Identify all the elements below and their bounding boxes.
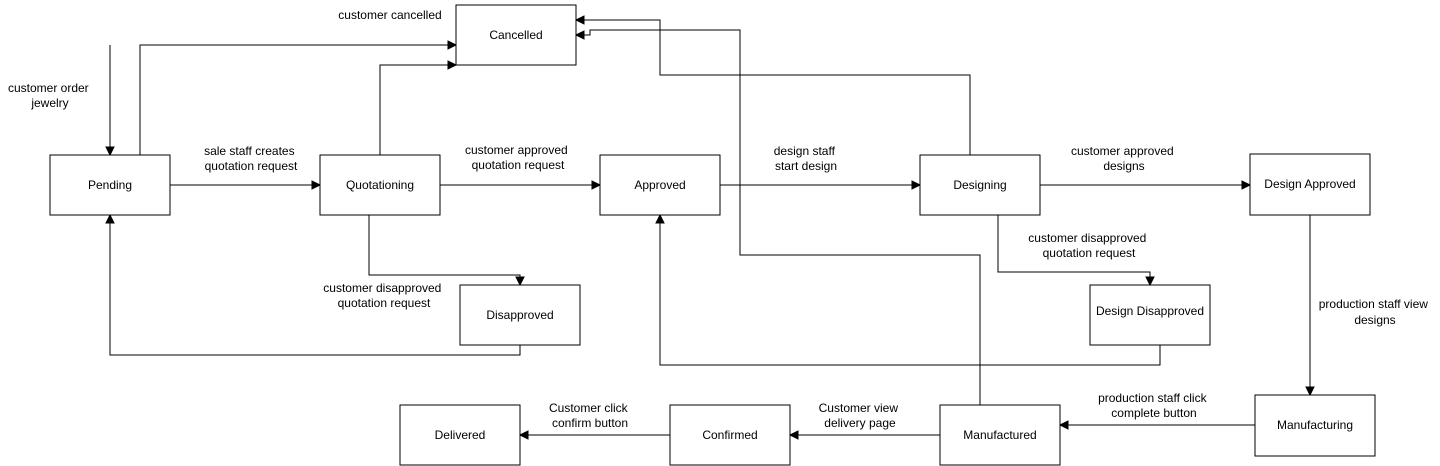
arrowhead: [447, 60, 458, 70]
edge-label-production-view: production staff view designs: [1319, 297, 1432, 327]
state-pending[interactable]: Pending: [49, 154, 171, 216]
state-cancelled[interactable]: Cancelled: [455, 4, 577, 66]
state-label: Pending: [88, 178, 132, 192]
state-box: [599, 154, 721, 216]
state-manufactured[interactable]: Manufactured: [939, 404, 1061, 466]
state-approved[interactable]: Approved: [599, 154, 721, 216]
edge-label-design-staff: design staff start design: [774, 144, 839, 173]
arrowhead: [788, 430, 799, 440]
arrowhead: [518, 430, 529, 440]
state-label: Design Approved: [1264, 177, 1355, 191]
state-quotationing[interactable]: Quotationing: [319, 154, 441, 216]
state-box: [459, 284, 581, 346]
state-box: [455, 4, 577, 66]
arrowhead: [655, 213, 665, 224]
arrowhead: [515, 276, 525, 287]
arrowhead: [105, 213, 115, 224]
edge-label-customer-cancelled: customer cancelled: [338, 8, 441, 22]
state-label: Approved: [634, 178, 685, 192]
state-label: Disapproved: [486, 308, 553, 322]
arrowhead: [1241, 180, 1252, 190]
edge-label-sale-staff: sale staff creates quotation request: [204, 144, 298, 173]
state-design-approved[interactable]: Design Approved: [1249, 153, 1371, 216]
state-label: Delivered: [435, 428, 486, 442]
arrowhead: [591, 180, 602, 190]
arrowhead: [574, 30, 585, 40]
edge-label-customer-disapproved-quotation-right: customer disapproved quotation request: [1028, 231, 1149, 260]
state-box: [669, 404, 791, 466]
arrowhead: [911, 180, 922, 190]
connectors: [105, 15, 1315, 440]
arrowhead: [1058, 420, 1069, 430]
state-confirmed[interactable]: Confirmed: [669, 404, 791, 466]
arrowhead: [105, 146, 115, 157]
state-box: [399, 404, 521, 466]
edge-labels: customer order jewelry customer cancelle…: [8, 8, 1432, 430]
arrowhead: [1305, 386, 1315, 397]
edge-label-customer-view-delivery: Customer view delivery page: [819, 401, 902, 430]
state-box: [939, 404, 1061, 466]
arrowhead: [311, 180, 322, 190]
state-label: Quotationing: [346, 178, 414, 192]
arrowhead: [447, 40, 458, 50]
arrowhead: [574, 15, 585, 25]
edge-manufactured-to-cancelled: [583, 29, 981, 405]
state-box: [319, 154, 441, 216]
edge-quotationing-to-cancelled: [379, 64, 449, 155]
edge-label-production-click: production staff click complete button: [1098, 391, 1210, 420]
state-delivered[interactable]: Delivered: [399, 404, 521, 466]
state-design-disapproved[interactable]: Design Disapproved: [1089, 284, 1211, 346]
state-box: [1254, 394, 1376, 457]
edge-label-customer-disapproved-quotation-left: customer disapproved quotation request: [323, 281, 444, 310]
edge-label-customer-approved-designs: customer approved designs: [1071, 144, 1177, 173]
edge-designing-to-design-disapproved: [997, 215, 1151, 279]
state-disapproved[interactable]: Disapproved: [459, 284, 581, 346]
edge-disapproved-to-pending: [109, 222, 521, 356]
arrowhead: [1145, 276, 1155, 287]
edge-pending-to-cancelled: [139, 44, 449, 155]
edge-label-customer-approved-quotation: customer approved quotation request: [465, 143, 571, 172]
state-label: Manufactured: [963, 428, 1036, 442]
edge-designing-to-cancelled: [582, 19, 971, 155]
state-label: Designing: [953, 178, 1006, 192]
state-label: Design Disapproved: [1096, 304, 1204, 318]
state-label: Confirmed: [702, 428, 757, 442]
state-label: Cancelled: [489, 28, 542, 42]
state-box: [1089, 284, 1211, 346]
edge-label-customer-order: customer order jewelry: [8, 81, 92, 110]
edge-quotationing-to-disapproved: [368, 215, 521, 279]
state-label: Manufacturing: [1277, 418, 1353, 432]
state-box: [1249, 153, 1371, 216]
state-box: [49, 154, 171, 216]
state-manufacturing[interactable]: Manufacturing: [1254, 394, 1376, 457]
edge-label-customer-click-confirm: Customer click confirm button: [549, 401, 631, 430]
edge-design-disapproved-to-approved: [659, 222, 1161, 366]
state-designing[interactable]: Designing: [919, 154, 1041, 216]
state-box: [919, 154, 1041, 216]
